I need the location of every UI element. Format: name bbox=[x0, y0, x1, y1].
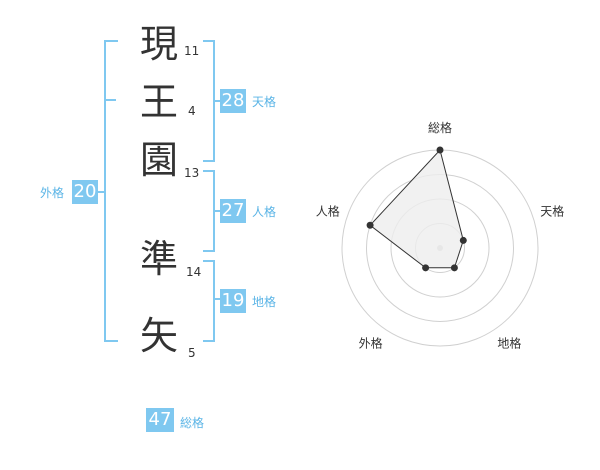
stroke-count-5: 5 bbox=[188, 346, 196, 360]
name-char-4: 準 bbox=[140, 237, 179, 281]
radar-axis-label-2: 天格 bbox=[540, 204, 564, 219]
radar-axis-label-1: 総格 bbox=[428, 120, 452, 135]
name-char-3: 園 bbox=[140, 138, 179, 182]
stroke-count-1: 11 bbox=[184, 44, 200, 58]
gaikaku-value: 20 bbox=[72, 180, 98, 204]
radar-point-4 bbox=[422, 264, 430, 272]
gaikaku-connector bbox=[98, 191, 104, 193]
radar-point-2 bbox=[459, 236, 467, 244]
radar-axis-label-3: 地格 bbox=[497, 336, 521, 351]
stroke-count-4: 14 bbox=[186, 265, 202, 279]
radar-point-1 bbox=[436, 146, 444, 154]
soukaku-label: 総格 bbox=[180, 416, 205, 430]
chikaku-label: 地格 bbox=[252, 295, 277, 309]
tenkaku-label: 天格 bbox=[252, 95, 277, 109]
jinkaku-label: 人格 bbox=[252, 205, 277, 219]
tenkaku-connector bbox=[214, 100, 220, 102]
chikaku-value: 19 bbox=[220, 289, 246, 313]
soukaku-value: 47 bbox=[146, 408, 174, 432]
name-char-5: 矢 bbox=[140, 314, 179, 358]
fortune-radar-chart: 総格天格地格 外格 人格 bbox=[300, 110, 590, 370]
radar-axis-label-4: 外格 bbox=[359, 336, 383, 351]
tenkaku-value: 28 bbox=[220, 89, 246, 113]
radar-axis-label-5: 人格 bbox=[316, 204, 340, 219]
chikaku-connector bbox=[214, 298, 220, 300]
gaikaku-label: 外格 bbox=[40, 186, 65, 200]
radar-point-3 bbox=[450, 264, 458, 272]
gaikaku-bracket bbox=[104, 40, 118, 342]
jinkaku-connector bbox=[214, 210, 220, 212]
gaikaku-bracket-tick bbox=[104, 99, 116, 101]
stroke-count-2: 4 bbox=[188, 104, 196, 118]
stroke-count-3: 13 bbox=[184, 166, 200, 180]
radar-value-polygon bbox=[369, 148, 464, 269]
radar-point-5 bbox=[366, 221, 374, 229]
chikaku-bracket bbox=[203, 260, 215, 342]
name-char-2: 王 bbox=[140, 80, 179, 124]
name-char-1: 現 bbox=[140, 22, 179, 66]
jinkaku-value: 27 bbox=[220, 199, 246, 223]
